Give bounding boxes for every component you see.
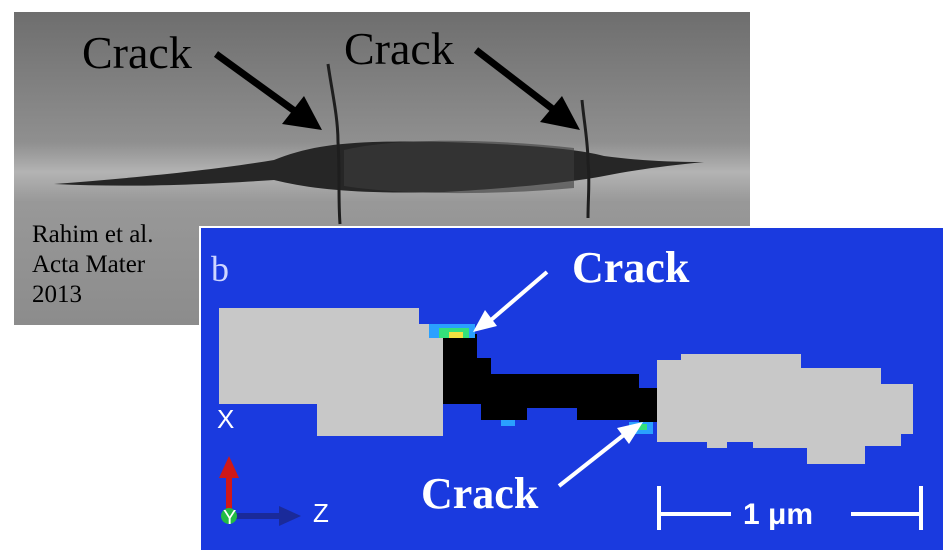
- scale-bar: [657, 486, 923, 530]
- pore-region: [443, 334, 657, 422]
- simulation-panel: Y b Crack Crack X Z 1 μm: [199, 226, 943, 550]
- crack-label-top: Crack: [572, 243, 690, 292]
- crack-label-left: Crack: [82, 27, 192, 78]
- crack-label-bottom: Crack: [421, 469, 539, 518]
- crack-line-left: [326, 63, 342, 225]
- crack-label-right: Crack: [344, 23, 454, 74]
- micrograph-panel: Crack Crack Rahim et al. Acta Mater 2013: [14, 12, 750, 325]
- axis-origin: [221, 508, 237, 524]
- citation-journal: Acta Mater: [32, 251, 146, 278]
- citation-authors: Rahim et al.: [32, 221, 154, 248]
- axis-y-label: Y: [223, 507, 236, 529]
- scale-bar-label: 1 μm: [743, 498, 814, 531]
- simulation-domain: Y: [219, 270, 923, 530]
- axis-x-label: X: [217, 404, 235, 434]
- axis-triad: Y: [219, 456, 301, 529]
- left-grain: [219, 308, 443, 436]
- crack-arrow-bottom: [557, 422, 643, 488]
- crack-arrow-right: [473, 47, 580, 130]
- crack-arrow-left: [213, 51, 322, 130]
- stress-hotspot-top: [429, 324, 475, 338]
- axis-z-label: Z: [313, 498, 329, 528]
- citation-year: 2013: [32, 281, 82, 308]
- panel-letter: b: [211, 249, 229, 289]
- right-grain: [657, 354, 913, 464]
- crack-arrow-top: [473, 270, 549, 332]
- crack-line-right: [580, 99, 591, 219]
- micrograph-image: [14, 47, 750, 225]
- citation: Rahim et al. Acta Mater 2013: [32, 220, 154, 310]
